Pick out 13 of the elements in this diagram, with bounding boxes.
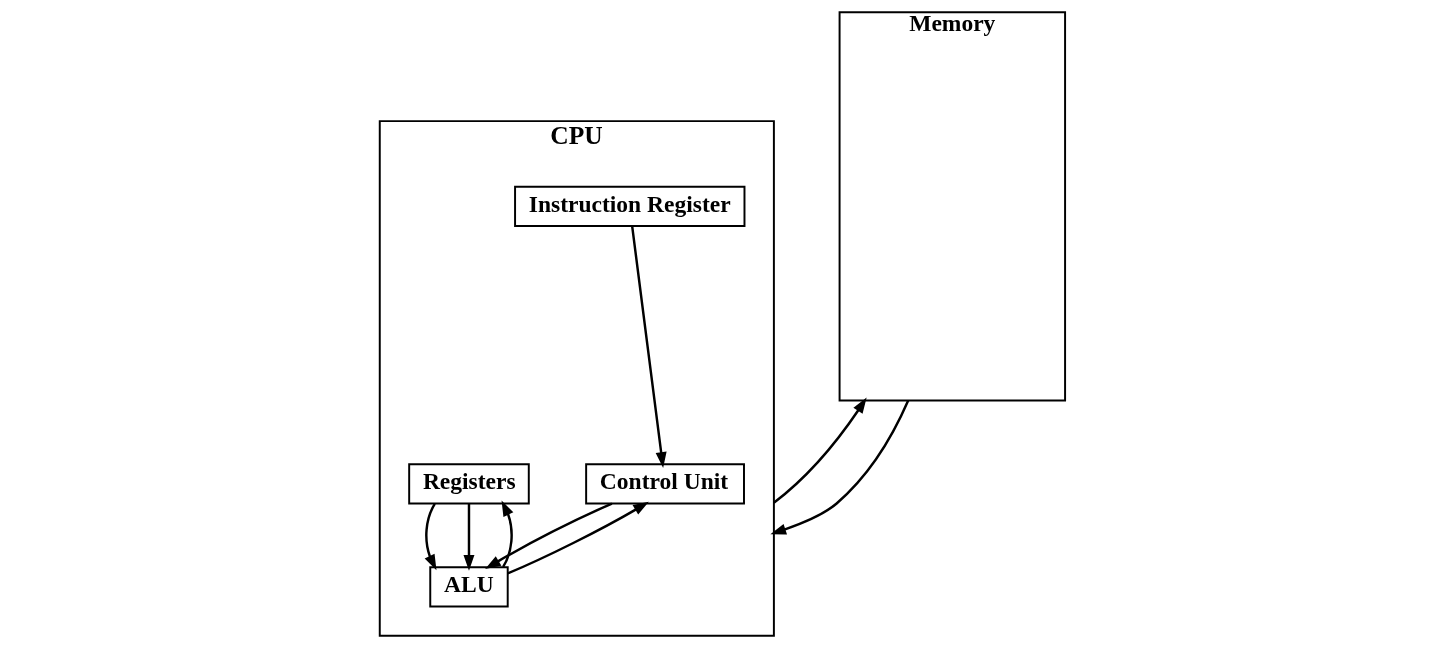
arrow <box>773 397 867 504</box>
arrow <box>507 501 649 575</box>
node-box: Control Unit <box>585 463 745 505</box>
arrow <box>501 500 514 568</box>
node-box: Memory <box>838 11 1067 402</box>
arrow <box>630 226 667 468</box>
arrow <box>463 503 475 571</box>
node-box: Instruction Register <box>514 185 746 227</box>
node-box: Registers <box>408 463 530 505</box>
node-box: ALU <box>429 566 509 608</box>
arrow <box>424 503 437 571</box>
arrow <box>485 502 613 570</box>
arrow <box>770 400 910 535</box>
